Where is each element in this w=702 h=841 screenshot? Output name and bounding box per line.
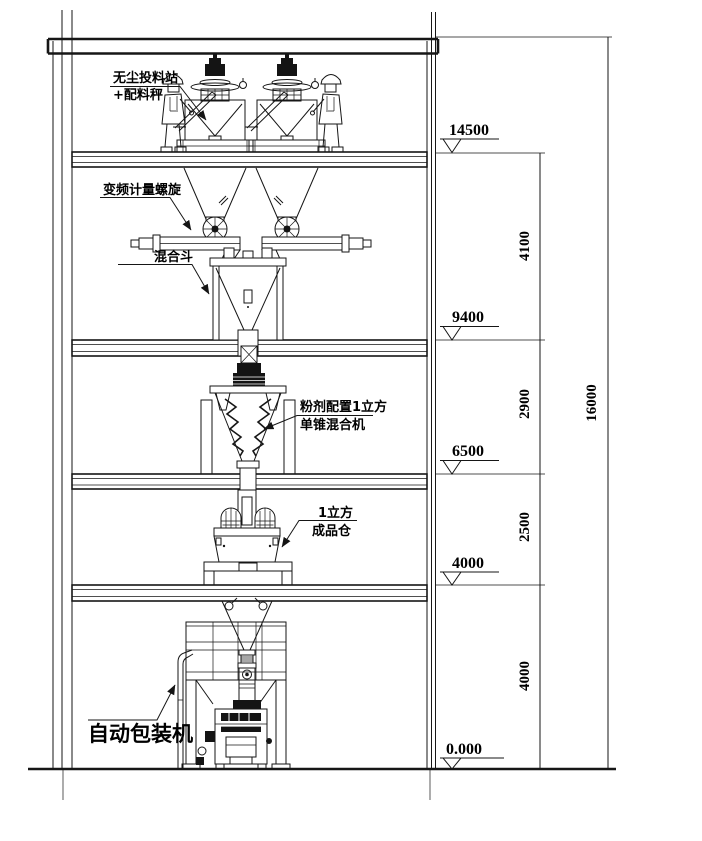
dim-label-4000: 4000	[517, 661, 533, 691]
elevation-marker-14500: 14500	[440, 122, 499, 154]
dump-station-right	[244, 53, 326, 153]
label-cone-mixer-line1: 粉剂配置1立方	[300, 399, 387, 415]
label-feed-station-line1: 无尘投料站	[112, 70, 178, 86]
extension-lines	[435, 36, 612, 586]
packing-machine	[177, 597, 291, 770]
elevation-marker-6500: 6500	[440, 443, 499, 475]
column-left	[52, 10, 73, 769]
label-product-bin-line2: 成品仓	[312, 523, 352, 539]
dimension-system: 14500 9400 6500 4000 0.000 4100 2900 250…	[435, 36, 612, 770]
packer-platform	[185, 621, 287, 681]
floor-slab-4000	[71, 584, 428, 602]
label-cone-mixer-line2: 单锥混合机	[300, 417, 365, 433]
bin-discharge-cone	[221, 600, 273, 651]
leader-mixing-hopper	[118, 264, 210, 295]
top-floor-equipment	[160, 53, 344, 153]
grid-lines-below-ground	[62, 769, 431, 800]
equipment-labels: 无尘投料站 +配料秤 变频计量螺旋 混合斗 粉剂配置1立方 单锥混合机 1立方 …	[88, 70, 387, 746]
product-bin	[203, 489, 293, 586]
mixing-hopper	[209, 247, 287, 357]
elevation-label-14500: 14500	[449, 122, 489, 139]
label-metering-screw: 变频计量螺旋	[103, 182, 182, 198]
elevation-marker-4000: 4000	[440, 555, 499, 586]
floor-slab-14500	[71, 151, 428, 168]
dump-station-left	[172, 53, 254, 153]
mixer-screw-left	[224, 398, 245, 457]
leader-feed-station	[110, 86, 207, 121]
leader-cone-mixer	[263, 415, 373, 430]
leader-packing-machine	[88, 684, 176, 721]
dim-label-2900: 2900	[517, 389, 533, 419]
dim-label-2500: 2500	[517, 512, 533, 542]
column-right	[426, 12, 436, 769]
side-pipe	[177, 649, 194, 768]
elevation-label-9400: 9400	[452, 309, 484, 326]
elevation-marker-0: 0.000	[440, 741, 504, 770]
label-feed-station-line2: +配料秤	[113, 87, 163, 103]
dim-label-4100: 4100	[517, 231, 533, 261]
dim-label-16000: 16000	[584, 384, 600, 422]
feed-assembly-right	[255, 167, 372, 260]
elevation-label-6500: 6500	[452, 443, 484, 460]
elevation-label-0: 0.000	[446, 741, 482, 758]
label-mixing-hopper: 混合斗	[154, 249, 193, 265]
elevation-marker-9400: 9400	[440, 309, 499, 341]
feed-assembly-left	[130, 167, 247, 260]
leader-product-bin	[281, 520, 357, 548]
roof-slab	[46, 37, 440, 55]
label-product-bin-line1: 1立方	[318, 505, 353, 521]
leader-metering-screw	[100, 197, 192, 231]
label-packing-machine: 自动包装机	[88, 722, 193, 746]
cone-mixer	[200, 345, 296, 491]
packer-body	[196, 708, 272, 770]
elevation-label-4000: 4000	[452, 555, 484, 572]
